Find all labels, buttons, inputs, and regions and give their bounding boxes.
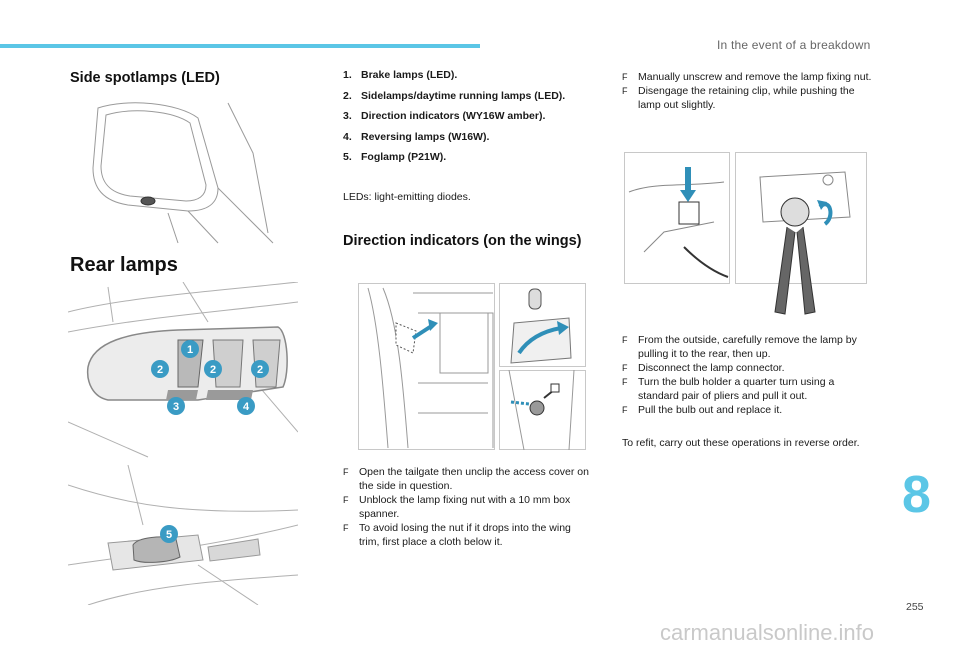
watermark: carmanualsonline.info	[660, 620, 875, 645]
list-item: 5.Foglamp (P21W).	[343, 151, 447, 163]
callout-1: 1	[181, 340, 199, 358]
chapter-number: 8	[902, 466, 931, 524]
callout-5: 5	[160, 525, 178, 543]
list-item: 2.Sidelamps/daytime running lamps (LED).	[343, 89, 566, 102]
header-accent-bar	[0, 44, 480, 48]
retaining-clip-illustration	[624, 152, 730, 284]
page-number: 255	[906, 601, 924, 613]
access-cover-illustration	[499, 283, 586, 367]
rear-lamps-list: 1.Brake lamps (LED). 2.Sidelamps/daytime…	[343, 68, 588, 171]
svg-text:1: 1	[187, 344, 193, 356]
svg-text:3: 3	[173, 401, 179, 413]
list-item: 4.Reversing lamps (W16W).	[343, 130, 490, 143]
side-spotlamp-illustration	[92, 102, 274, 244]
svg-text:4: 4	[243, 401, 250, 413]
svg-text:2: 2	[257, 364, 263, 376]
foglamp-illustration	[68, 465, 298, 605]
rear-lamps-heading: Rear lamps	[70, 254, 178, 276]
lamp-nut-illustration	[499, 370, 586, 450]
rear-lamp-cluster-illustration	[68, 282, 298, 458]
side-spotlamps-heading: Side spotlamps (LED)	[70, 70, 220, 86]
refit-note: To refit, carry out these operations in …	[622, 437, 860, 449]
section-header-title: In the event of a breakdown	[717, 38, 871, 52]
callout-2a: 2	[151, 360, 169, 378]
svg-text:5: 5	[166, 529, 172, 541]
list-item: 1.Brake lamps (LED).	[343, 69, 458, 81]
direction-indicators-heading: Direction indicators (on the wings)	[343, 233, 582, 249]
bulb-holder-pliers-illustration	[735, 152, 867, 315]
callout-2c: 2	[251, 360, 269, 378]
svg-text:2: 2	[210, 364, 216, 376]
callout-2b: 2	[204, 360, 222, 378]
led-note: LEDs: light-emitting diodes.	[343, 191, 471, 203]
callout-4: 4	[237, 397, 255, 415]
svg-text:2: 2	[157, 364, 163, 376]
callout-3: 3	[167, 397, 185, 415]
list-item: 3.Direction indicators (WY16W amber).	[343, 110, 546, 122]
boot-interior-illustration	[358, 283, 495, 450]
